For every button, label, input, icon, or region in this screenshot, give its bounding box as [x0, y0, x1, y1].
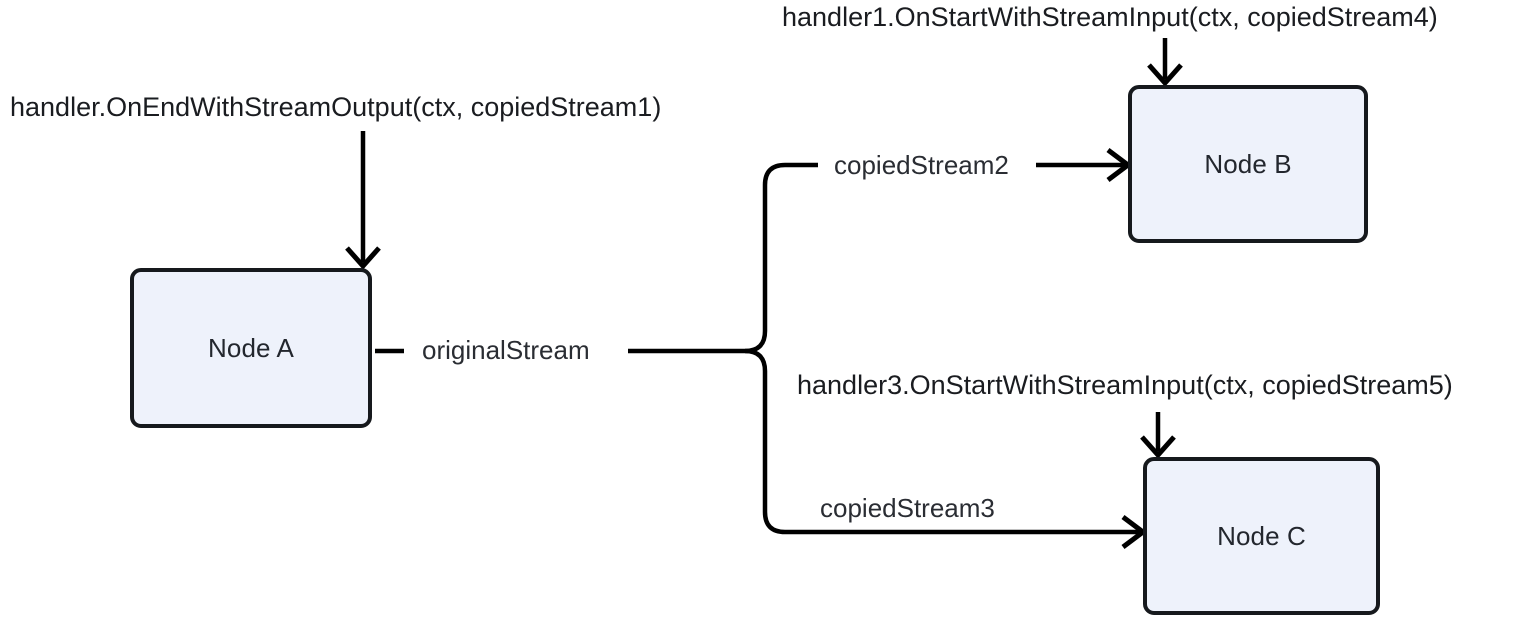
node-c[interactable]: Node C [1143, 457, 1380, 615]
node-a-label: Node A [208, 332, 294, 363]
node-c-label: Node C [1217, 520, 1306, 551]
node-b[interactable]: Node B [1128, 85, 1368, 243]
handler-annotation-node-b-start-input: handler1.OnStartWithStreamInput(ctx, cop… [782, 2, 1438, 32]
node-a[interactable]: Node A [130, 268, 372, 428]
edge-fork-upper-branch [744, 162, 818, 354]
arrow-copied-stream-2-to-node-b [1036, 148, 1133, 182]
arrow-into-node-a [345, 131, 381, 270]
edge-label-copied-stream-2: copiedStream2 [826, 152, 1017, 178]
arrow-into-node-b [1147, 38, 1183, 87]
node-b-label: Node B [1204, 148, 1292, 179]
arrow-into-node-c [1140, 412, 1176, 459]
handler-annotation-node-c-start-input: handler3.OnStartWithStreamInput(ctx, cop… [797, 370, 1453, 400]
edge-label-copied-stream-3: copiedStream3 [812, 495, 1003, 521]
handler-annotation-node-a-end-output: handler.OnEndWithStreamOutput(ctx, copie… [10, 92, 662, 122]
edge-label-original-stream: originalStream [414, 337, 598, 363]
